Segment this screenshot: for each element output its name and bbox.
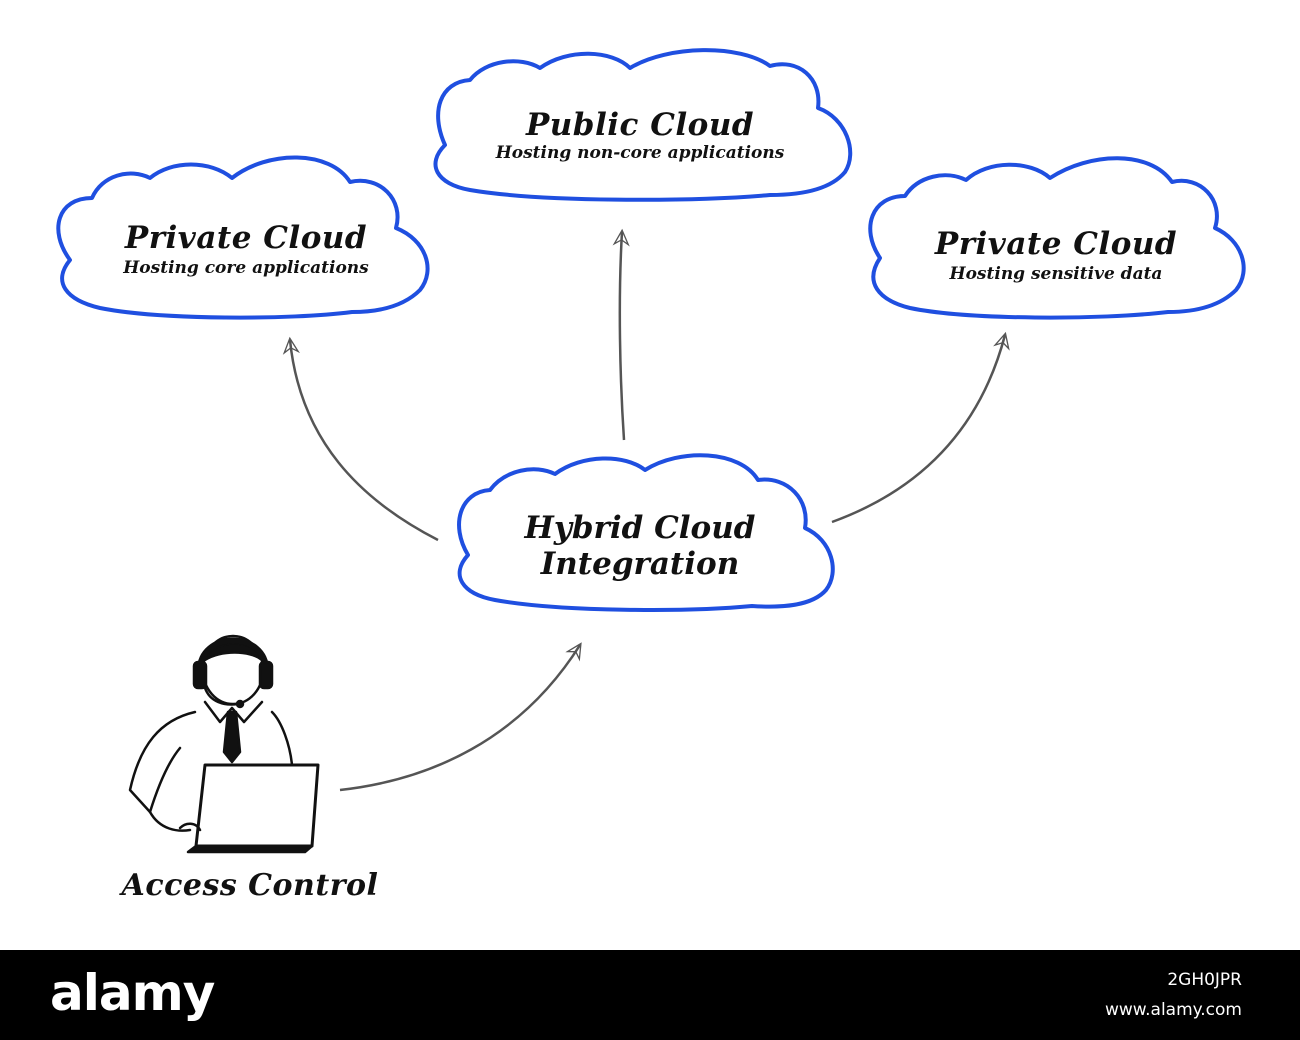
cloud-shape-private-sensitive [868, 156, 1246, 320]
node-public-cloud: Public Cloud Hosting non-core applicatio… [420, 107, 860, 163]
watermark-site: www.alamy.com [1104, 1000, 1242, 1020]
node-subtitle: Hosting sensitive data [949, 264, 1163, 284]
node-title: Private Cloud [124, 220, 368, 256]
diagram: Private Cloud Hosting core applications … [40, 48, 1262, 903]
node-title-line2: Integration [540, 546, 740, 582]
watermark-image-id: 2GH0JPR [1167, 970, 1242, 990]
watermark-brand-logo: alamy [50, 964, 215, 1022]
arrow-hybrid-to-public [620, 232, 624, 441]
watermark-bar: alamy 2GH0JPR www.alamy.com [0, 950, 1300, 1040]
node-title: Private Cloud [934, 226, 1178, 262]
cloud-shape-hybrid [457, 453, 835, 612]
diagram-canvas [56, 48, 1246, 854]
cloud-shape-public [433, 48, 853, 202]
arrow-hybrid-to-private-core [290, 340, 439, 542]
cloud-shape-private-core [56, 155, 430, 320]
arrow-hybrid-to-private-sensitive [831, 335, 1005, 524]
arrow-access-to-hybrid [339, 645, 580, 792]
node-private-cloud-core: Private Cloud Hosting core applications [40, 220, 452, 278]
operator-illustration [128, 634, 320, 854]
node-subtitle: Hosting non-core applications [495, 143, 785, 163]
node-subtitle: Hosting core applications [123, 258, 369, 278]
node-title-line1: Hybrid Cloud [524, 510, 756, 546]
node-private-cloud-sensitive: Private Cloud Hosting sensitive data [850, 226, 1262, 284]
node-access-control: Access Control [121, 868, 379, 903]
node-title: Public Cloud [525, 107, 755, 143]
node-hybrid-cloud: Hybrid Cloud Integration [440, 510, 840, 582]
